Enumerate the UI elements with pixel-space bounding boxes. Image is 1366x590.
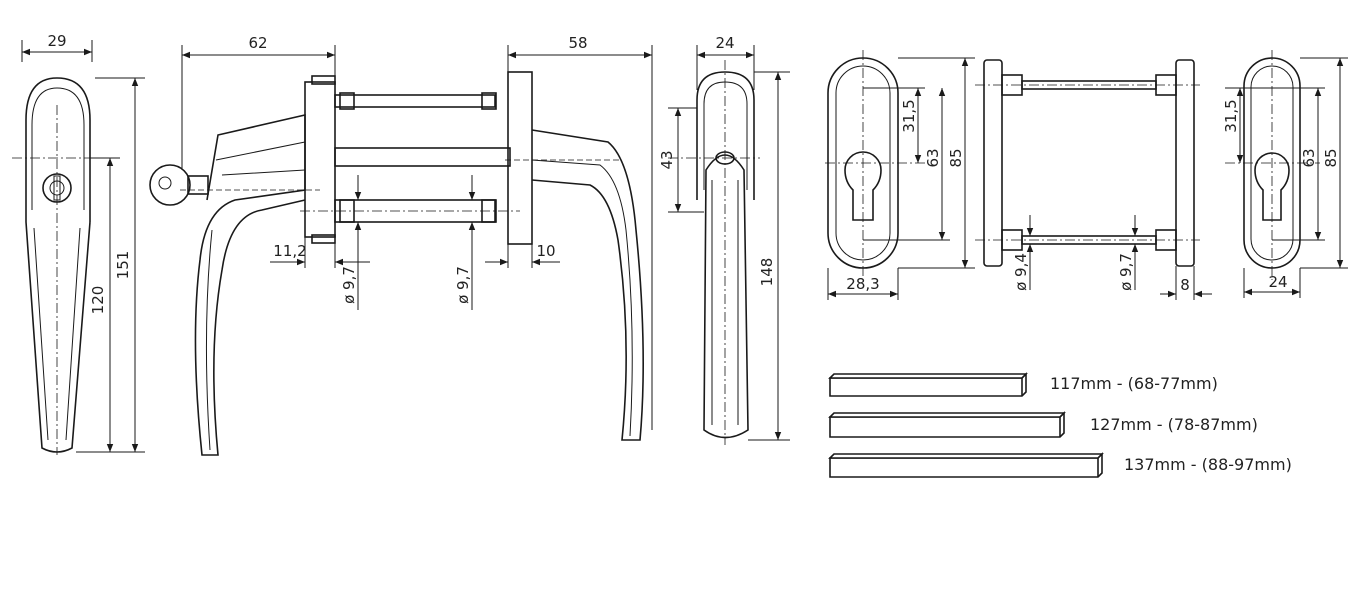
dim-rose-thickness: 8	[1180, 276, 1190, 294]
dim-back-width: 24	[715, 34, 734, 52]
dim-screw2-diameter: ø 9,7	[1117, 253, 1135, 291]
rose2-keyhole	[1254, 152, 1290, 221]
spindle	[334, 147, 511, 167]
spindle-option-127: 127mm - (78-87mm)	[828, 411, 1258, 438]
rose-front-view: 31,5 63 85 28,3	[825, 50, 975, 300]
rose-left-plate	[983, 59, 1003, 267]
side-handle-body	[194, 113, 306, 456]
dim-rose1-height: 85	[947, 148, 965, 167]
side-rose-plate	[304, 81, 336, 238]
dim-back-spindle-height: 43	[658, 150, 676, 169]
spindle-option-137: 137mm - (88-97mm)	[828, 452, 1292, 478]
back-rose-outline	[696, 71, 755, 200]
back-view: 24 43 148	[658, 34, 790, 445]
rose-back-view: 31,5 63 85 24	[1222, 50, 1348, 298]
dim-rose2-height: 85	[1322, 148, 1340, 167]
dim-side-base-offset: 11,2	[273, 242, 306, 260]
key-bow	[149, 164, 191, 206]
dim-rear-reach: 58	[568, 34, 587, 52]
dim-rose2-half: 31,5	[1222, 99, 1240, 132]
dim-rear-base-thickness: 10	[536, 242, 555, 260]
front-view: 29 151 120	[12, 32, 145, 455]
dim-screw1-diameter: ø 9,4	[1012, 253, 1030, 291]
rose-right-plate	[1175, 59, 1195, 267]
spindle-option-117: 117mm - (68-77mm)	[828, 372, 1218, 397]
rose1-keyhole	[844, 151, 882, 221]
side-view: 62 11,2 ø 9,7 ø 9,7	[149, 34, 520, 456]
spindle-option-label: 137mm - (88-97mm)	[1124, 455, 1292, 474]
spindle-option-label: 117mm - (68-77mm)	[1050, 374, 1218, 393]
spindle-option-label: 127mm - (78-87mm)	[1090, 415, 1258, 434]
dim-rose1-width: 28,3	[846, 275, 879, 293]
spindle-options: 117mm - (68-77mm) 127mm - (78-87mm) 137m…	[828, 372, 1292, 478]
handle-head-outline	[25, 77, 91, 222]
dim-front-lever-height: 120	[89, 286, 107, 315]
rear-handle-body	[531, 129, 644, 441]
dim-rose1-spacing: 63	[924, 148, 942, 167]
dim-pin1-diameter: ø 9,7	[340, 266, 358, 304]
back-lever-outline	[703, 154, 749, 439]
dim-front-total-height: 151	[114, 251, 132, 280]
dim-rose2-spacing: 63	[1300, 148, 1318, 167]
dim-back-total-height: 148	[758, 258, 776, 287]
dim-rose2-width: 24	[1268, 273, 1287, 291]
dim-rose1-half: 31,5	[900, 99, 918, 132]
dim-pin2-diameter: ø 9,7	[454, 266, 472, 304]
pin-top	[334, 94, 496, 108]
dim-side-reach: 62	[248, 34, 267, 52]
dim-front-width: 29	[47, 32, 66, 50]
rose-pair-side-view: ø 9,4 ø 9,7 8	[975, 59, 1212, 300]
rear-side-view: 58 10	[485, 34, 653, 441]
rear-rose-plate	[507, 71, 533, 245]
